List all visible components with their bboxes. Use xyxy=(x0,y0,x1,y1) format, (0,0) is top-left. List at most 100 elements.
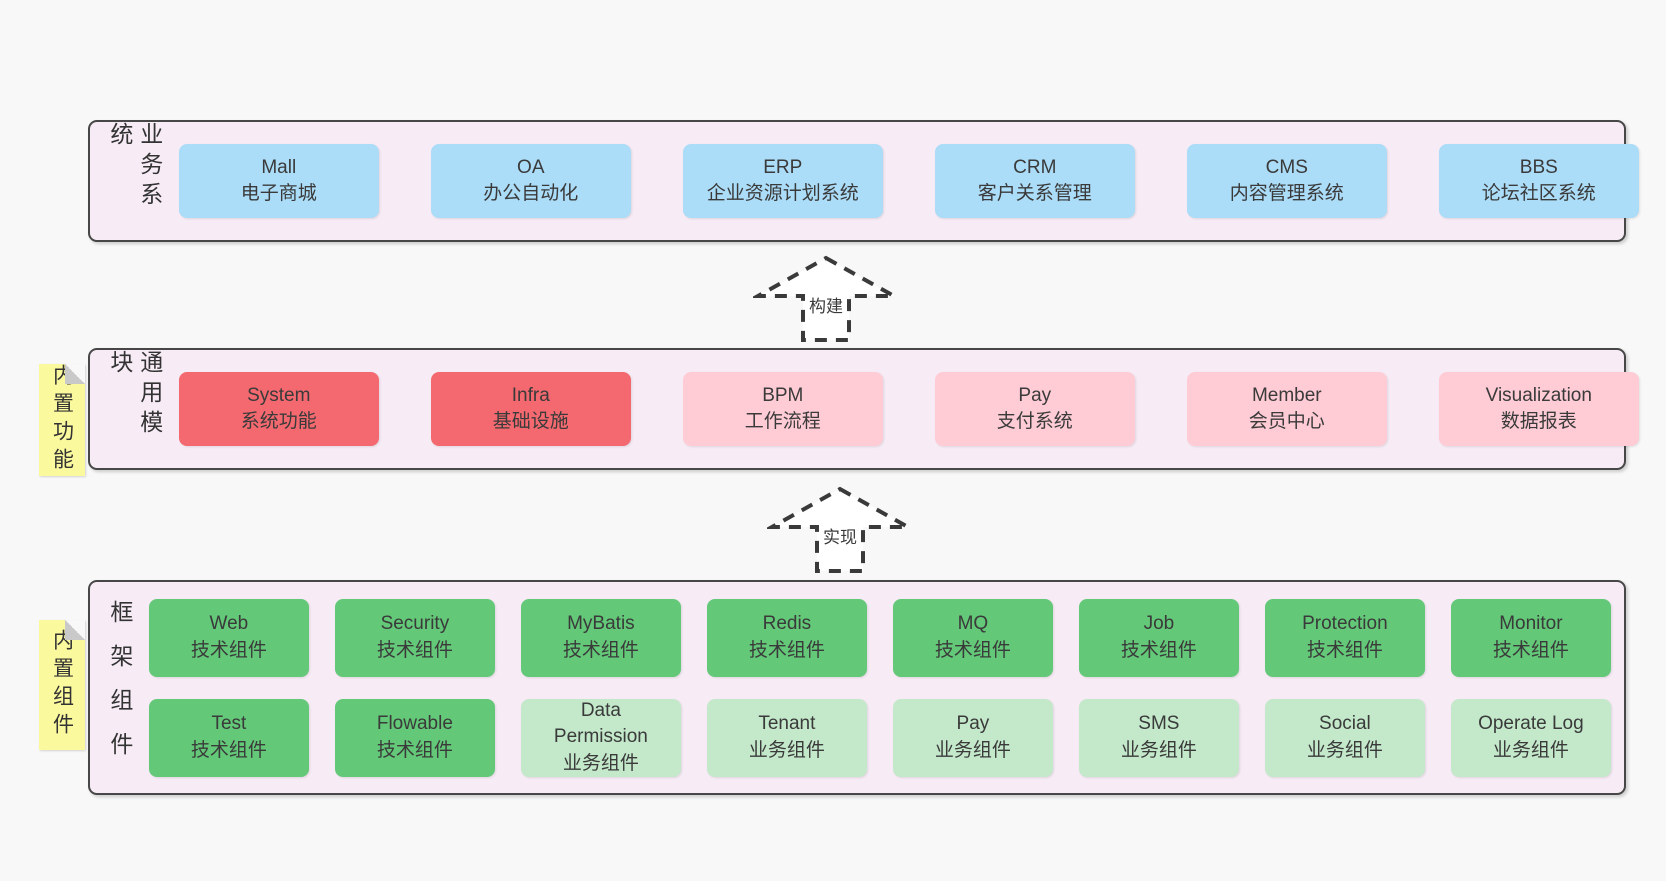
box-title: OA xyxy=(517,156,545,178)
layer-common-modules: 内置功能 通用模块 System 系统功能 Infra 基础设施 BPM 工作流程 Pay 支付系… xyxy=(39,348,1639,476)
arrow-implement: 实现 xyxy=(767,486,913,574)
box-title: Security xyxy=(380,613,450,635)
box-subtitle: 技术组件 xyxy=(562,639,639,661)
box-infra: Infra 基础设施 xyxy=(430,372,631,446)
box-title: Web xyxy=(209,613,249,635)
box-subtitle: 技术组件 xyxy=(376,739,453,761)
box-title: MQ xyxy=(957,613,989,635)
box-title: Operate Log xyxy=(1478,713,1584,735)
box-mybatis: MyBatis 技术组件 xyxy=(520,598,681,677)
arrow-label: 构建 xyxy=(806,291,846,318)
box-operate-log: Operate Log 业务组件 xyxy=(1450,698,1611,777)
arrow-build: 构建 xyxy=(753,255,899,343)
box-title: Visualization xyxy=(1485,384,1592,406)
box-cms: CMS 内容管理系统 xyxy=(1186,144,1387,218)
box-subtitle: 内容管理系统 xyxy=(1229,183,1344,204)
box-subtitle: 技术组件 xyxy=(190,639,267,661)
layer-label-business-systems: 业务系统 xyxy=(106,122,163,212)
box-title: BBS xyxy=(1519,156,1558,178)
box-visualization: Visualization 数据报表 xyxy=(1438,372,1639,446)
arrow-label: 实现 xyxy=(820,522,860,549)
box-subtitle: 业务组件 xyxy=(1492,739,1569,761)
box-title: Member xyxy=(1251,384,1322,406)
box-flowable: Flowable 技术组件 xyxy=(334,698,495,777)
folded-corner-icon xyxy=(65,620,85,640)
box-title: Social xyxy=(1319,713,1371,735)
folded-corner-icon xyxy=(65,364,85,384)
box-title: System xyxy=(247,384,311,406)
sticky-note-label: 内置功能 xyxy=(50,364,74,476)
box-mall: Mall 电子商城 xyxy=(178,144,379,218)
box-pay: Pay 支付系统 xyxy=(934,372,1135,446)
box-subtitle: 电子商城 xyxy=(240,183,317,204)
box-bpm: BPM 工作流程 xyxy=(682,372,883,446)
box-title: SMS xyxy=(1138,713,1180,735)
box-subtitle: 业务组件 xyxy=(748,739,825,761)
box-oa: OA 办公自动化 xyxy=(430,144,631,218)
box-web: Web 技术组件 xyxy=(148,598,309,677)
box-title: ERP xyxy=(763,156,803,178)
box-subtitle: 业务组件 xyxy=(562,752,639,774)
box-title: Pay xyxy=(956,713,990,735)
box-system: System 系统功能 xyxy=(178,372,379,446)
box-erp: ERP 企业资源计划系统 xyxy=(682,144,883,218)
box-bbs: BBS 论坛社区系统 xyxy=(1438,144,1639,218)
box-title: Tenant xyxy=(758,713,816,735)
box-title: Flowable xyxy=(376,713,453,735)
box-monitor: Monitor 技术组件 xyxy=(1450,598,1611,677)
box-subtitle: 技术组件 xyxy=(190,739,267,761)
box-subtitle: 客户关系管理 xyxy=(977,183,1092,204)
box-title: Pay xyxy=(1018,384,1052,406)
box-subtitle: 技术组件 xyxy=(934,639,1011,661)
box-subtitle: 支付系统 xyxy=(996,411,1073,432)
box-security: Security 技术组件 xyxy=(334,598,495,677)
box-subtitle: 业务组件 xyxy=(1306,739,1383,761)
box-subtitle: 系统功能 xyxy=(240,411,317,432)
sticky-note-framework-components: 内置组件 xyxy=(39,620,85,750)
box-title: Monitor xyxy=(1499,613,1563,635)
box-title: Test xyxy=(211,713,247,735)
box-title: Protection xyxy=(1302,613,1388,635)
box-subtitle: 业务组件 xyxy=(1120,739,1197,761)
box-subtitle: 技术组件 xyxy=(1492,639,1569,661)
box-data-permission: Data Permission 业务组件 xyxy=(520,698,681,777)
box-title: BPM xyxy=(762,384,804,406)
box-subtitle: 会员中心 xyxy=(1248,411,1325,432)
box-subtitle: 技术组件 xyxy=(1120,639,1197,661)
box-subtitle: 办公自动化 xyxy=(483,183,579,204)
box-title: Infra xyxy=(511,384,550,406)
box-title: MyBatis xyxy=(567,613,635,635)
box-subtitle: 基础设施 xyxy=(492,411,569,432)
box-subtitle: 数据报表 xyxy=(1500,411,1577,432)
box-protection: Protection 技术组件 xyxy=(1264,598,1425,677)
box-title: Mall xyxy=(261,156,297,178)
layer-label-framework-components: 框架组件 xyxy=(106,599,133,776)
box-subtitle: 技术组件 xyxy=(748,639,825,661)
sticky-note-label: 内置组件 xyxy=(50,629,74,741)
box-subtitle: 企业资源计划系统 xyxy=(706,183,859,204)
box-mq: MQ 技术组件 xyxy=(892,598,1053,677)
box-title: CMS xyxy=(1265,156,1308,178)
box-title: Data Permission xyxy=(553,700,648,748)
box-tenant: Tenant 业务组件 xyxy=(706,698,867,777)
sticky-note-common-modules: 内置功能 xyxy=(39,364,85,476)
box-subtitle: 工作流程 xyxy=(744,411,821,432)
box-subtitle: 技术组件 xyxy=(376,639,453,661)
box-subtitle: 论坛社区系统 xyxy=(1481,183,1596,204)
box-rows: System 系统功能 Infra 基础设施 BPM 工作流程 Pay 支付系统 Member 会… xyxy=(178,372,1639,446)
box-member: Member 会员中心 xyxy=(1186,372,1387,446)
box-sms: SMS 业务组件 xyxy=(1078,698,1239,777)
box-subtitle: 技术组件 xyxy=(1306,639,1383,661)
layer-label-common-modules: 通用模块 xyxy=(106,350,163,440)
box-social: Social 业务组件 xyxy=(1264,698,1425,777)
